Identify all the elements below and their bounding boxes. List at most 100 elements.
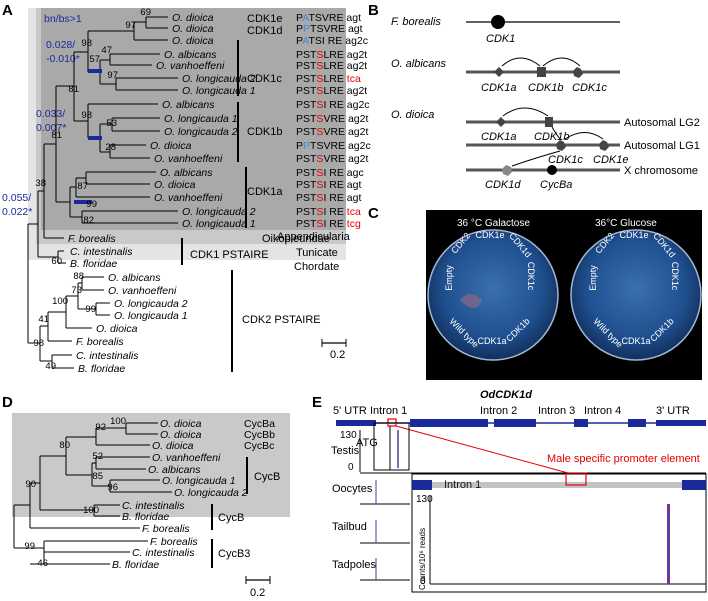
plate-label: CDK1c: [670, 262, 680, 291]
galactose-label: 36 °C Galactose: [457, 218, 530, 229]
cyc-label: CycBa: [244, 418, 275, 430]
intron1-label: Intron 1: [370, 405, 407, 417]
bootstrap-a: 49: [45, 361, 56, 372]
taxon-a: O. dioica: [172, 35, 214, 47]
oikopleuridae-shade: [41, 8, 346, 230]
bootstrap-a: 60: [51, 256, 62, 267]
motif-sequence: PPTSVRE ag2c: [296, 140, 371, 152]
cdk1c-b: CDK1c: [572, 82, 607, 94]
bootstrap-d: 92: [95, 422, 106, 433]
cdk1-label: CDK1: [486, 33, 515, 45]
intron-zoom-label: Intron 1: [444, 479, 481, 491]
taxon-a: F. borealis: [76, 336, 124, 348]
group-bars-a: [181, 40, 247, 372]
taxon-a: O. vanhoeffeni: [156, 60, 225, 72]
taxon-d: O. dioica: [160, 418, 202, 430]
bootstrap-d: 100: [110, 416, 126, 427]
tunicate-label: Tunicate: [296, 247, 338, 259]
motif-sequence: PSTSVRE ag2t: [296, 153, 368, 165]
taxon-a: B. floridae: [78, 363, 125, 375]
taxon-a: C. intestinalis: [76, 350, 139, 362]
taxon-a: O. vanhoeffeni: [154, 153, 223, 165]
cycb-label-2: CycB: [218, 512, 244, 524]
motif-sequence: PSTSLRE ag2t: [296, 85, 367, 97]
bootstrap-a: 98: [33, 338, 44, 349]
bootstrap-a: 53: [106, 118, 117, 129]
rate-3b: 0.022*: [2, 206, 32, 218]
taxon-a: O. dioica: [172, 12, 214, 24]
xchr-label: X chromosome: [624, 165, 698, 177]
bootstrap-a: 100: [52, 296, 68, 307]
cyc-label: CycBb: [244, 429, 275, 441]
taxon-d: O. longicauda 2: [174, 487, 248, 499]
taxon-a: O. dioica: [172, 23, 214, 35]
motif-sequence: PSTSI RE agc: [296, 167, 364, 179]
panel-e: E OdCDK1d 5' UTR Intron 1 Intron 2 Intro…: [312, 389, 707, 593]
motif-sequence: PATSVRE agt: [296, 12, 361, 24]
taxon-a: F. borealis: [68, 233, 116, 245]
bootstrap-a: 99: [85, 304, 96, 315]
taxon-a: O. longicauda 1: [182, 85, 256, 97]
appendicularia-label: Appendicularia: [277, 231, 351, 243]
motif-sequence: PSTSI RE agt: [296, 192, 361, 204]
axis-130: 130: [340, 430, 357, 441]
motif-sequence: PPTSVRE agt: [296, 23, 363, 35]
taxon-a: O. albicans: [162, 99, 215, 111]
bootstrap-d: 80: [59, 440, 70, 451]
bootstrap-a: 57: [89, 54, 100, 65]
cdk1a-b: CDK1a: [481, 82, 516, 94]
glucose-label: 36°C Glucose: [595, 218, 657, 229]
intron4-label: Intron 4: [584, 405, 621, 417]
motif-sequence: PSTSI RE tca: [296, 206, 361, 218]
cycba-d: CycBa: [540, 179, 572, 191]
intron2-label: Intron 2: [480, 405, 517, 417]
taxon-a: O. longicauda 2: [182, 73, 256, 85]
plate-label: CDK1a: [621, 336, 650, 346]
cdk1b-b: CDK1b: [528, 82, 563, 94]
cdk-group-label: CDK1e: [247, 13, 282, 25]
cdk1-gene: [491, 15, 505, 29]
cdk1a-d: CDK1a: [481, 131, 516, 143]
bootstrap-d: 90: [25, 479, 36, 490]
motif-sequence: PATSI RE ag2c: [296, 35, 368, 47]
taxon-a: B. floridae: [70, 258, 117, 270]
fborealis-label: F. borealis: [391, 16, 441, 28]
panel-b: B F. borealis CDK1 O. albicans CDK1a CDK…: [368, 2, 700, 191]
scale-label-a: 0.2: [330, 349, 345, 361]
bootstrap-a: 82: [83, 215, 94, 226]
cdk-group-label: CDK1c: [247, 73, 282, 85]
taxon-a: O. dioica: [150, 140, 192, 152]
track-tailbud: Tailbud: [332, 521, 367, 533]
bootstrap-a: 69: [140, 7, 151, 18]
tree-d: [13, 422, 172, 565]
scale-label-d: 0.2: [250, 587, 265, 599]
taxon-a: O. longicauda 1: [164, 113, 238, 125]
chordate-label: Chordate: [294, 261, 339, 273]
group-bars-d: [211, 457, 248, 568]
taxon-d: B. floridae: [122, 511, 169, 523]
bootstrap-a: 98: [81, 38, 92, 49]
cdk1c-d: CDK1c: [548, 154, 583, 166]
peak: [667, 504, 670, 584]
bootstrap-a: 98: [81, 110, 92, 121]
rate-2b: 0.007*: [36, 122, 66, 134]
taxon-a: O. dioica: [96, 323, 138, 335]
panel-e-label: E: [312, 394, 322, 411]
bootstrap-d: 96: [107, 482, 118, 493]
gene-name: OdCDK1d: [480, 389, 532, 401]
taxon-d: C. intestinalis: [132, 547, 195, 559]
panel-a: A bn/bs>1 0.028/ -0.010* 0.033/ 0.007* 0…: [2, 2, 371, 375]
bootstrap-a: 73: [71, 285, 82, 296]
cdk1b-d: CDK1b: [534, 131, 569, 143]
intron3-label: Intron 3: [538, 405, 575, 417]
motif-sequence: PSTSLRE ag2t: [296, 60, 367, 72]
axis-0: 0: [348, 462, 354, 473]
panel-b-label: B: [368, 2, 379, 19]
motif-sequence: PSTSI RE ag2c: [296, 99, 370, 111]
motif-sequence: PSTSLRE tca: [296, 73, 361, 85]
